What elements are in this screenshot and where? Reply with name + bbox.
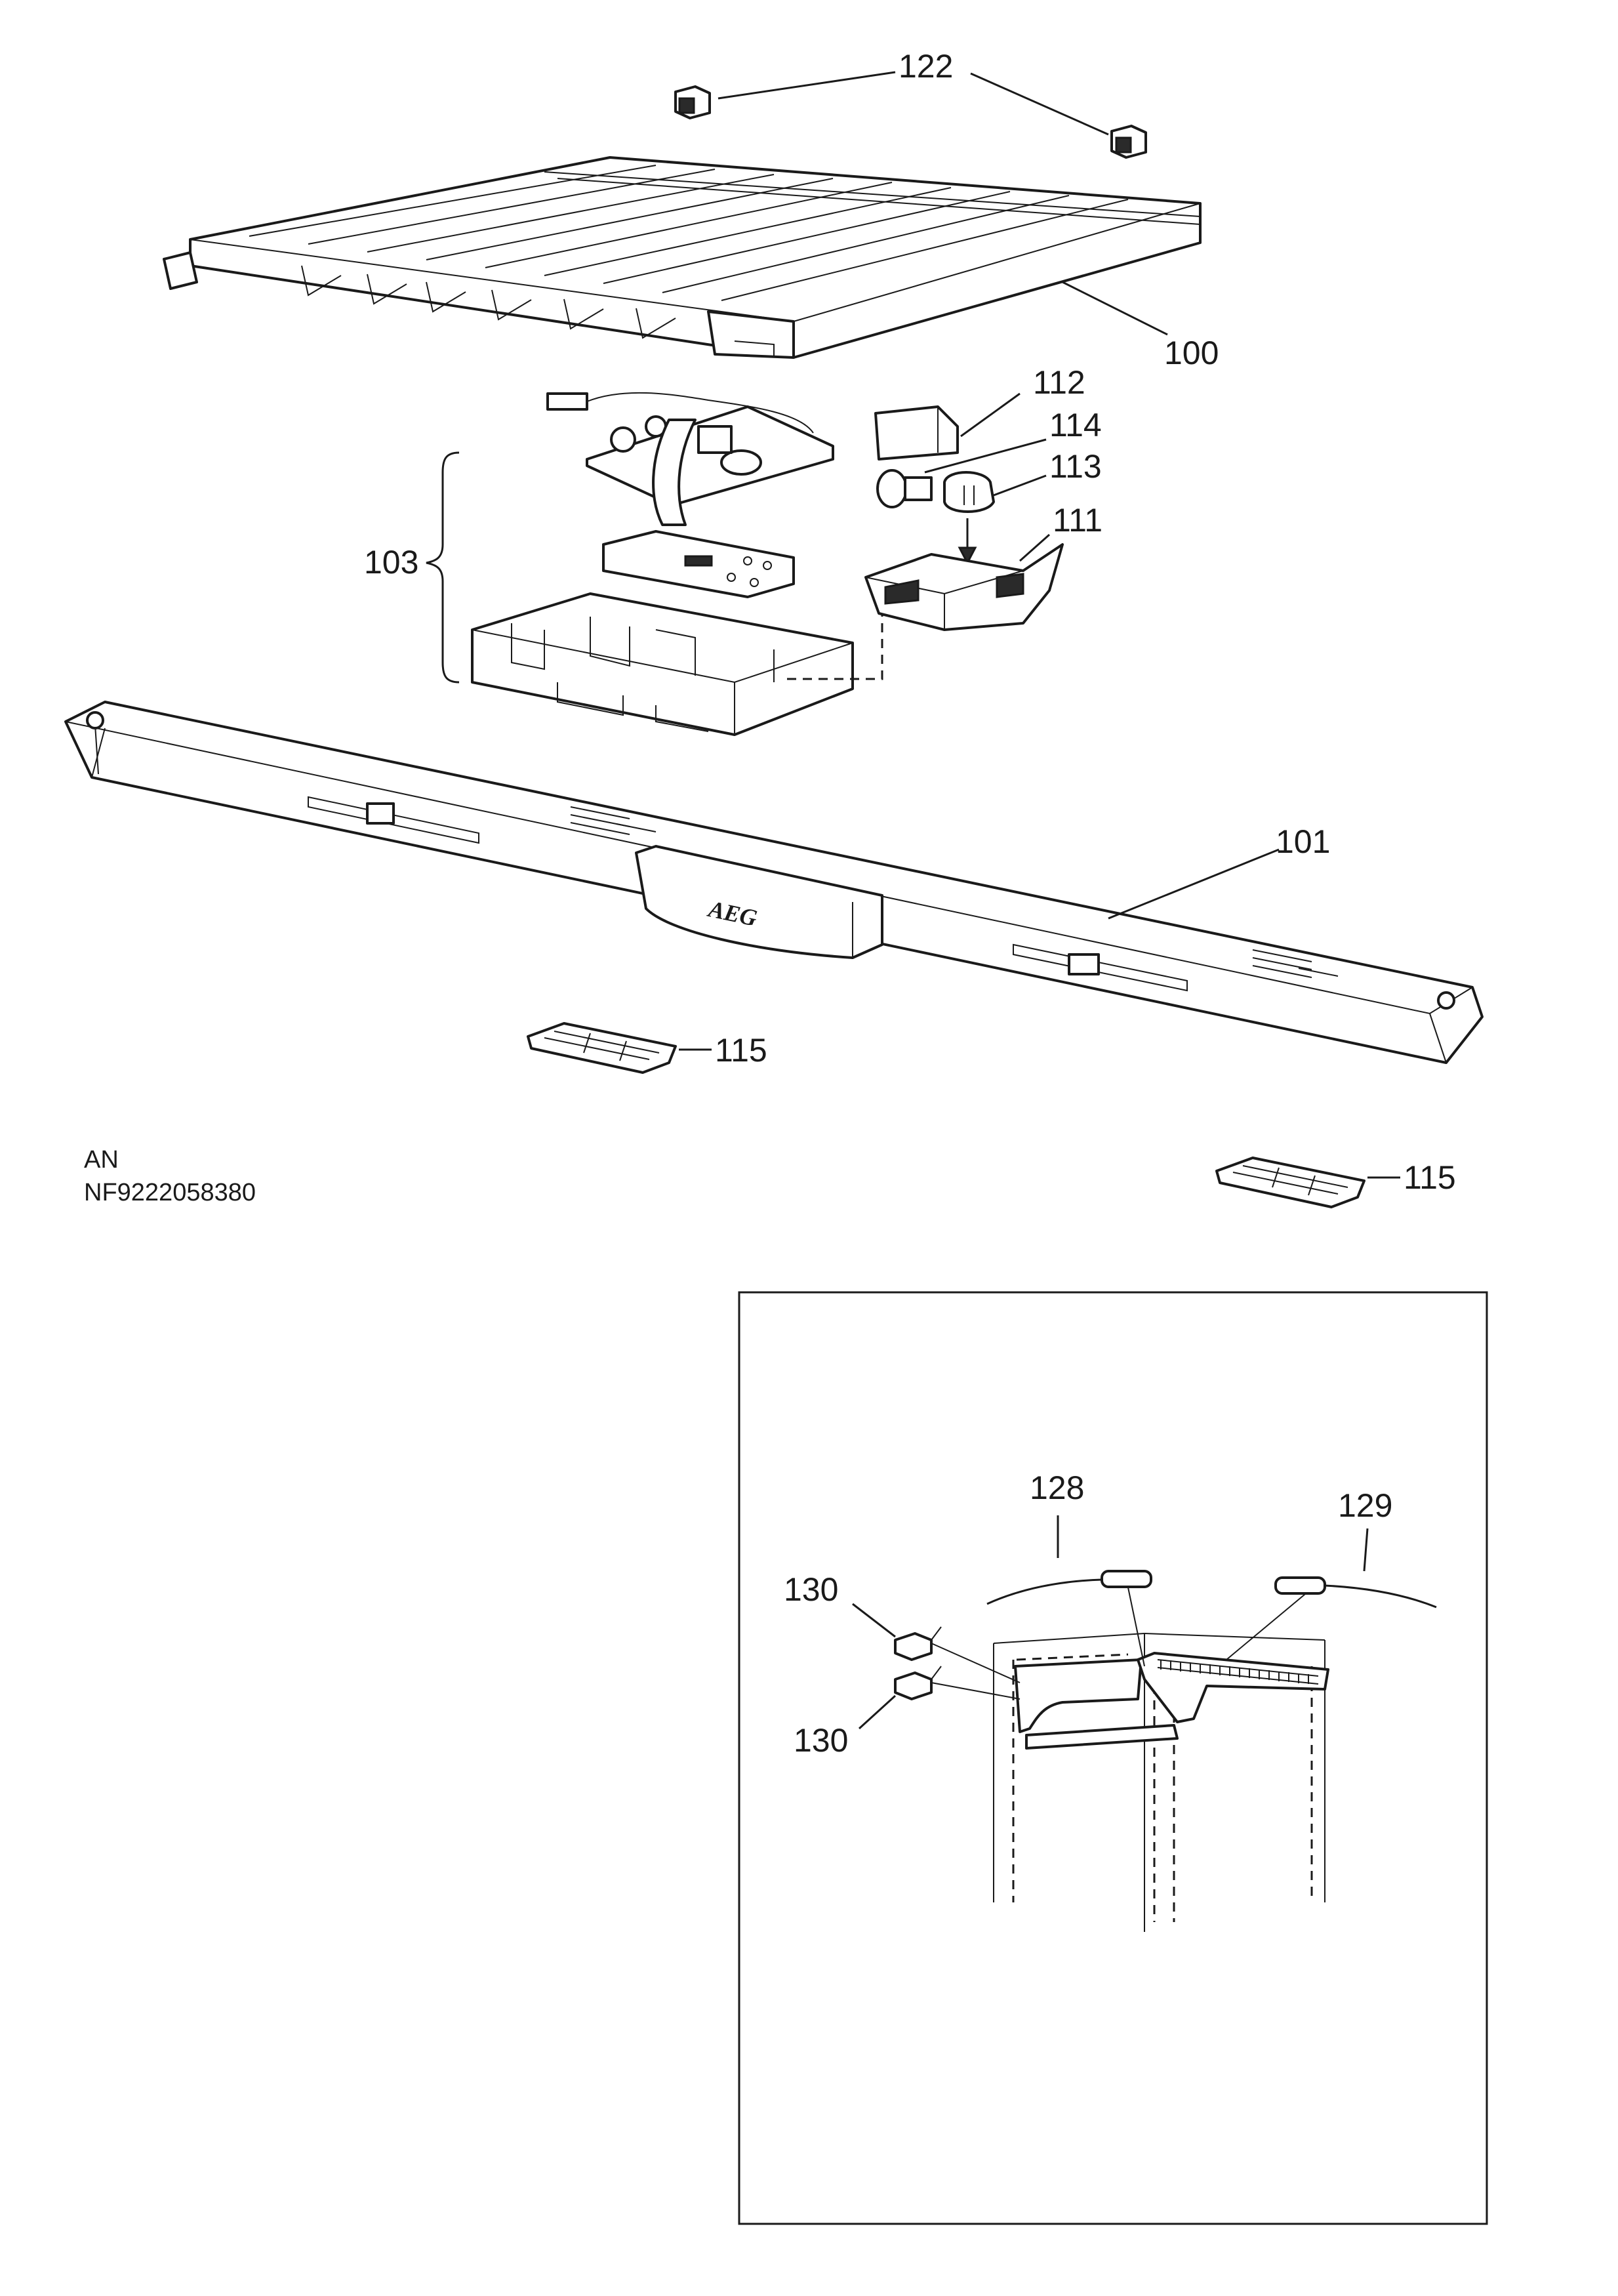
- inset-detail-frame: [738, 1291, 1488, 2225]
- part-115-grille-a: [527, 1022, 677, 1074]
- callout-129: 129: [1338, 1487, 1392, 1524]
- part-114-lamp-bulb: [876, 469, 933, 508]
- part-129-sensor: [1226, 1576, 1437, 1660]
- part-101-front-panel: AEG: [64, 701, 1484, 1064]
- inset-cabinet-view: [993, 1633, 1329, 1932]
- part-115-grille-b: [1215, 1157, 1365, 1208]
- callout-111: 111: [1053, 502, 1102, 539]
- model-line-1: AN: [84, 1146, 119, 1174]
- part-113-lamp-holder: [943, 471, 995, 513]
- callout-112: 112: [1033, 364, 1085, 401]
- callout-101: 101: [1276, 823, 1330, 860]
- callout-128: 128: [1030, 1469, 1084, 1506]
- clip-122-left: [674, 85, 711, 119]
- callout-122: 122: [899, 48, 953, 85]
- callout-115-b: 115: [1404, 1159, 1456, 1196]
- callout-130-b: 130: [794, 1722, 848, 1759]
- part-103-control-module: [426, 392, 883, 736]
- part-112-lamp-cover: [874, 405, 959, 461]
- callout-103: 103: [364, 544, 418, 581]
- model-code: NF9222058380: [84, 1179, 256, 1206]
- callout-114: 114: [1049, 407, 1102, 443]
- part-128-sensor: [986, 1570, 1152, 1667]
- callout-113: 113: [1049, 448, 1102, 485]
- callout-100: 100: [1164, 335, 1219, 371]
- part-111-lamp-housing: [864, 543, 1064, 631]
- part-130-clip-a: [894, 1626, 1021, 1683]
- callout-115-a: 115: [715, 1032, 767, 1069]
- clip-122-right: [1110, 125, 1147, 159]
- part-130-clip-b: [894, 1666, 1021, 1700]
- part-100-top-cover: [163, 156, 1202, 359]
- callout-130-a: 130: [784, 1571, 838, 1608]
